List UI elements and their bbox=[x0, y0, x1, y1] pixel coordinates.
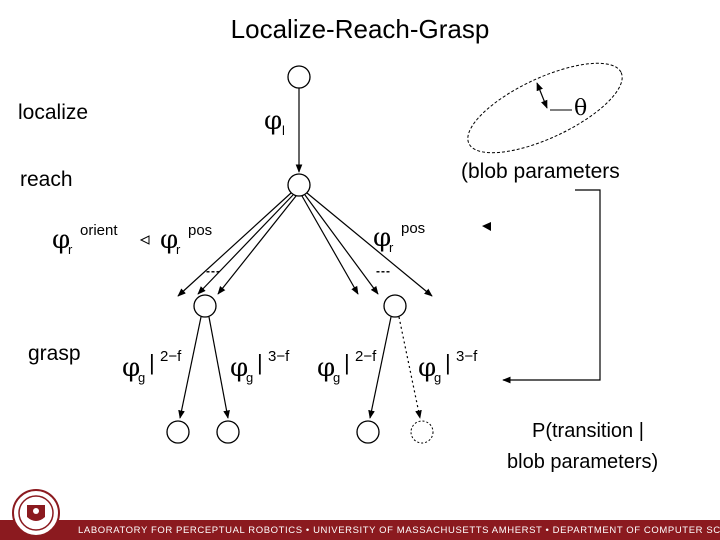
phi-l-subscript: l bbox=[282, 123, 285, 138]
transition-label-line2: blob parameters) bbox=[507, 451, 659, 473]
phi-g-term-3-bar: | bbox=[344, 350, 350, 375]
node-grasp-right bbox=[383, 294, 407, 318]
phi-r-pos-left-symbol: φ bbox=[160, 225, 179, 255]
orient-pointer-icon bbox=[139, 235, 150, 245]
phi-g-term-4-symbol: φ bbox=[418, 353, 437, 383]
phi-g-term-4-bar: | bbox=[445, 350, 451, 375]
phi-g-term-4-superscript: 3−f bbox=[456, 348, 478, 365]
phi-r-orient-superscript: orient bbox=[80, 222, 118, 239]
leaf-node-1 bbox=[166, 420, 190, 444]
phi-g-term-1-subscript: g bbox=[138, 370, 146, 385]
phi-g-term-2-superscript: 3−f bbox=[268, 348, 290, 365]
edge-reach-left-3 bbox=[217, 195, 297, 295]
theta-symbol: θ bbox=[574, 96, 588, 121]
phi-l-symbol: φ bbox=[264, 106, 283, 136]
feedback-arrow bbox=[502, 189, 601, 384]
ellipsis-right: --- bbox=[376, 264, 391, 278]
pos-pointer-icon bbox=[482, 222, 491, 231]
node-localize bbox=[287, 65, 311, 89]
level-label-reach: reach bbox=[20, 168, 73, 191]
edge-reach-right-2 bbox=[304, 194, 379, 295]
node-grasp-left bbox=[193, 294, 217, 318]
node-reach bbox=[287, 173, 311, 197]
phi-r-pos-left-superscript: pos bbox=[188, 222, 213, 239]
phi-g-term-2-subscript: g bbox=[246, 370, 254, 385]
phi-r-pos-right-subscript: r bbox=[389, 240, 394, 255]
phi-g-term-2-symbol: φ bbox=[230, 353, 249, 383]
blob-parameters-label: (blob parameters bbox=[461, 160, 620, 183]
footer-text: LABORATORY FOR PERCEPTUAL ROBOTICS • UNI… bbox=[78, 525, 720, 536]
phi-r-orient-symbol: φ bbox=[52, 225, 71, 255]
blob-width-arrow bbox=[536, 82, 548, 109]
phi-r-orient-subscript: r bbox=[68, 242, 73, 257]
ellipsis-left: --- bbox=[206, 264, 221, 278]
leaf-node-3 bbox=[356, 420, 380, 444]
phi-g-term-1-bar: | bbox=[149, 350, 155, 375]
edge-reach-left-1 bbox=[177, 192, 292, 297]
phi-g-term-2-bar: | bbox=[257, 350, 263, 375]
phi-g-term-3-subscript: g bbox=[333, 370, 341, 385]
edge-grasp-leaf-1 bbox=[178, 316, 202, 419]
leaf-node-4 bbox=[410, 420, 434, 444]
edge-reach-left-2 bbox=[197, 194, 294, 295]
university-seal-icon bbox=[12, 489, 60, 537]
phi-g-term-3-superscript: 2−f bbox=[355, 348, 377, 365]
edge-reach-right-3 bbox=[306, 192, 433, 297]
phi-r-pos-right-symbol: φ bbox=[373, 223, 392, 253]
slide-title: Localize-Reach-Grasp bbox=[230, 14, 490, 44]
phi-g-term-1-superscript: 2−f bbox=[160, 348, 182, 365]
footer-bar bbox=[0, 520, 720, 540]
leaf-node-2 bbox=[216, 420, 240, 444]
edge-reach-right-1 bbox=[301, 195, 359, 295]
blob-ellipse bbox=[467, 62, 623, 154]
level-label-grasp: grasp bbox=[28, 342, 81, 365]
phi-r-pos-left-subscript: r bbox=[176, 242, 181, 257]
phi-g-term-1-symbol: φ bbox=[122, 353, 141, 383]
transition-label-line1: P(transition | bbox=[532, 420, 644, 442]
edge-grasp-leaf-2 bbox=[208, 316, 230, 419]
edge-grasp-leaf-3 bbox=[368, 316, 392, 419]
edge-grasp-leaf-4 bbox=[398, 316, 422, 419]
phi-g-term-4-subscript: g bbox=[434, 370, 442, 385]
level-label-localize: localize bbox=[18, 101, 89, 124]
phi-r-pos-right-superscript: pos bbox=[401, 220, 426, 237]
phi-g-term-3-symbol: φ bbox=[317, 353, 336, 383]
